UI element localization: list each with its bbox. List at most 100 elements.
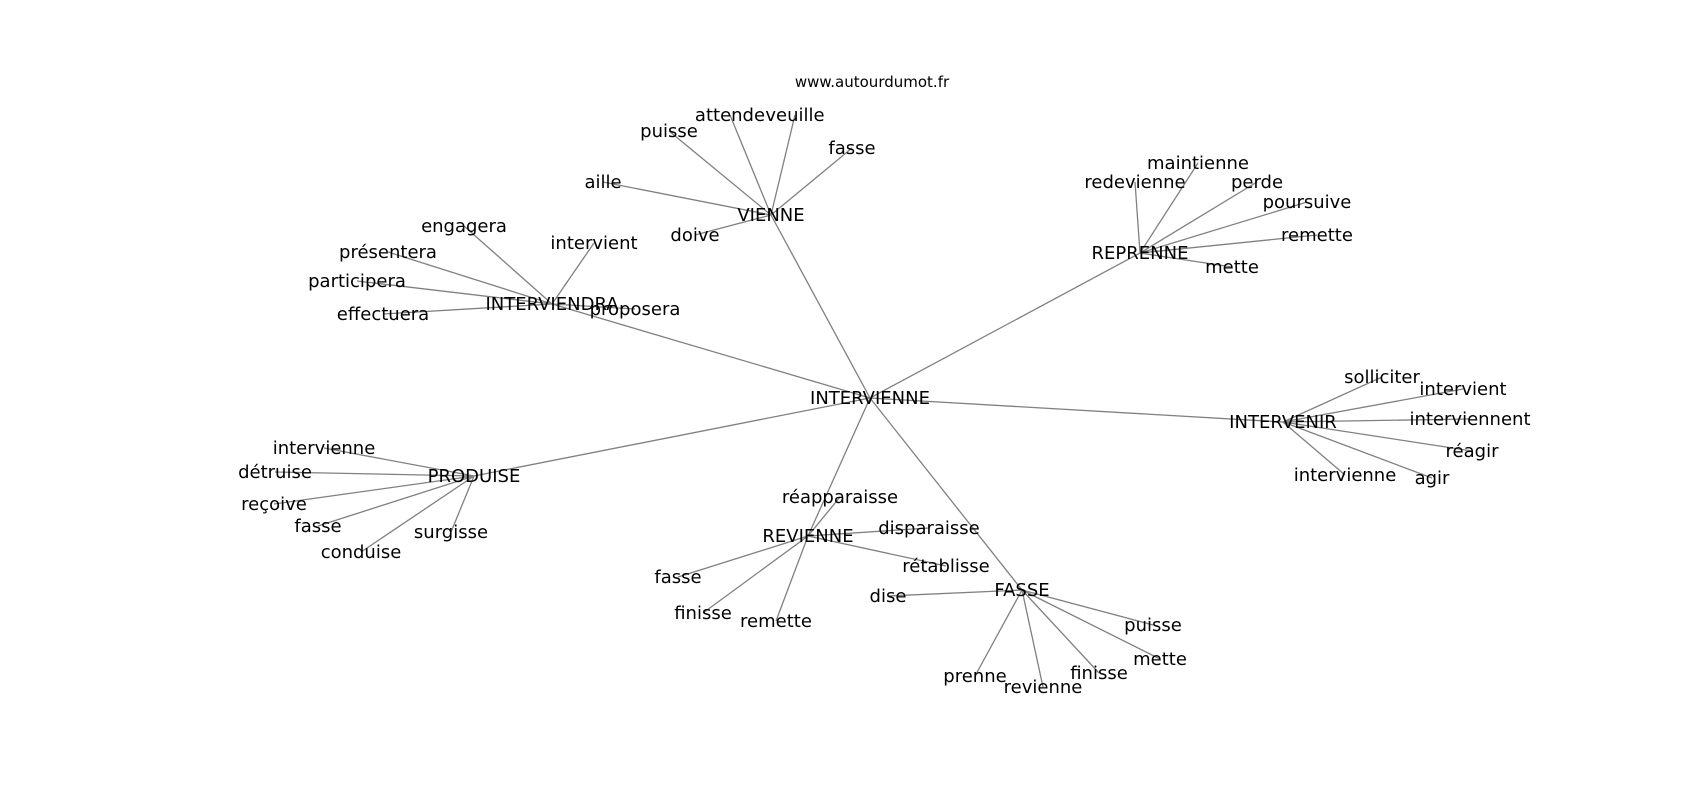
node-leaf-recoive: reçoive xyxy=(241,494,307,515)
edge-reprenne-redevienne xyxy=(1134,181,1141,254)
edge-interviendra-presentera xyxy=(387,251,553,305)
edge-intervenir-agir xyxy=(1282,421,1433,479)
node-leaf-agir: agir xyxy=(1415,468,1450,489)
edge-revienne-retablisse xyxy=(807,535,947,567)
node-leaf-fasse: fasse xyxy=(654,567,701,588)
edge-interviendra-engagera xyxy=(463,225,553,305)
node-leaf-disparaisse: disparaisse xyxy=(878,518,980,539)
node-leaf-maintienne: maintienne xyxy=(1147,153,1249,174)
edge-reprenne-mette xyxy=(1139,252,1233,268)
edge-produise-fasse xyxy=(317,475,475,527)
node-leaf-proposera: proposera xyxy=(590,299,681,320)
node-leaf-mette: mette xyxy=(1133,649,1187,670)
node-center-intervienne: INTERVIENNE xyxy=(810,388,930,409)
edge-intervenir-intervient xyxy=(1282,388,1464,423)
edge-center-fasse xyxy=(869,397,1023,591)
node-hub-revienne: REVIENNE xyxy=(762,526,853,547)
node-leaf-redevienne: redevienne xyxy=(1084,172,1185,193)
node-leaf-doive: doive xyxy=(670,225,719,246)
node-leaf-intervient: intervient xyxy=(550,233,637,254)
edge-reprenne-maintienne xyxy=(1139,162,1199,254)
node-leaf-engagera: engagera xyxy=(421,216,507,237)
node-leaf-interviennent: interviennent xyxy=(1409,409,1530,430)
node-hub-fasse: FASSE xyxy=(994,580,1049,601)
node-hub-intervenir: INTERVENIR xyxy=(1229,412,1337,433)
edge-intervenir-solliciter xyxy=(1282,376,1383,423)
edge-interviendra-proposera xyxy=(551,303,636,310)
edge-interviendra-effectuera xyxy=(382,303,553,315)
edge-interviendra-participera xyxy=(356,280,553,305)
node-leaf-perde: perde xyxy=(1231,172,1283,193)
edge-vienne-puisse xyxy=(668,130,772,216)
edge-interviendra-intervient xyxy=(551,242,595,305)
node-leaf-prenne: prenne xyxy=(943,666,1006,687)
edge-center-intervenir xyxy=(869,397,1284,423)
node-leaf-finisse: finisse xyxy=(674,603,732,624)
node-leaf-intervienne: intervienne xyxy=(273,438,376,459)
node-hub-vienne: VIENNE xyxy=(737,205,804,226)
edge-produise-recoive xyxy=(273,475,475,505)
edge-fasse-revienne xyxy=(1021,589,1044,688)
node-leaf-remette: remette xyxy=(740,611,812,632)
node-leaf-dise: dise xyxy=(870,586,907,607)
node-leaf-remette: remette xyxy=(1281,225,1353,246)
edge-intervenir-reagir xyxy=(1282,421,1473,452)
edge-vienne-veuille xyxy=(770,114,796,216)
edge-revienne-remette xyxy=(775,535,809,622)
edge-revienne-fasse xyxy=(677,535,809,578)
edge-produise-surgisse xyxy=(450,475,475,533)
node-hub-produise: PRODUISE xyxy=(428,466,521,487)
edge-fasse-puisse xyxy=(1021,589,1154,626)
edge-revienne-reapparaisse xyxy=(807,496,841,537)
node-leaf-mette: mette xyxy=(1205,257,1259,278)
node-leaf-retablisse: rétablisse xyxy=(902,556,989,577)
node-hub-interviendra: INTERVIENDRA xyxy=(485,294,619,315)
edge-produise-detruise xyxy=(274,471,475,477)
node-leaf-reapparaisse: réapparaisse xyxy=(782,487,898,508)
node-leaf-veuille: veuille xyxy=(765,105,824,126)
edge-center-produise xyxy=(473,397,871,477)
edge-revienne-finisse xyxy=(702,535,809,614)
edge-intervenir-interviennent xyxy=(1282,418,1471,423)
node-leaf-fasse: fasse xyxy=(828,138,875,159)
edge-produise-conduise xyxy=(360,475,475,553)
node-leaf-presentera: présentera xyxy=(339,242,437,263)
node-leaf-conduise: conduise xyxy=(321,542,402,563)
edge-reprenne-poursuive xyxy=(1139,201,1308,254)
edge-produise-intervienne xyxy=(323,447,475,477)
graph-edges xyxy=(273,114,1473,688)
edge-center-vienne xyxy=(770,214,871,399)
node-leaf-finisse: finisse xyxy=(1070,663,1128,684)
node-leaf-detruise: détruise xyxy=(238,462,312,483)
edge-vienne-fasse xyxy=(770,147,853,216)
edge-vienne-doive xyxy=(694,214,772,236)
node-leaf-poursuive: poursuive xyxy=(1263,192,1352,213)
node-leaf-effectuera: effectuera xyxy=(337,304,429,325)
edge-intervenir-intervienne xyxy=(1282,421,1346,476)
edge-fasse-finisse xyxy=(1021,589,1100,674)
edge-vienne-aille xyxy=(602,181,772,216)
node-leaf-attende: attende xyxy=(695,105,765,126)
edge-fasse-dise xyxy=(887,589,1023,597)
node-leaf-revienne: revienne xyxy=(1004,677,1083,698)
node-leaf-puisse: puisse xyxy=(1124,615,1182,636)
node-leaf-puisse: puisse xyxy=(640,121,698,142)
edge-reprenne-remette xyxy=(1139,234,1318,254)
node-leaf-intervient: intervient xyxy=(1419,379,1506,400)
node-leaf-aille: aille xyxy=(584,172,621,193)
node-leaf-solliciter: solliciter xyxy=(1344,367,1420,388)
edge-fasse-mette xyxy=(1021,589,1161,660)
edge-revienne-disparaisse xyxy=(807,527,930,537)
edge-center-revienne xyxy=(807,397,871,537)
edge-vienne-attende xyxy=(729,114,772,216)
node-leaf-reagir: réagir xyxy=(1446,441,1500,462)
node-hub-reprenne: REPRENNE xyxy=(1092,243,1189,264)
node-leaf-surgisse: surgisse xyxy=(414,522,488,543)
edge-fasse-prenne xyxy=(974,589,1023,677)
edge-center-interviendra xyxy=(551,303,871,399)
source-url: www.autourdumot.fr xyxy=(795,73,950,91)
node-leaf-participera: participera xyxy=(308,271,406,292)
edge-center-reprenne xyxy=(869,252,1141,399)
